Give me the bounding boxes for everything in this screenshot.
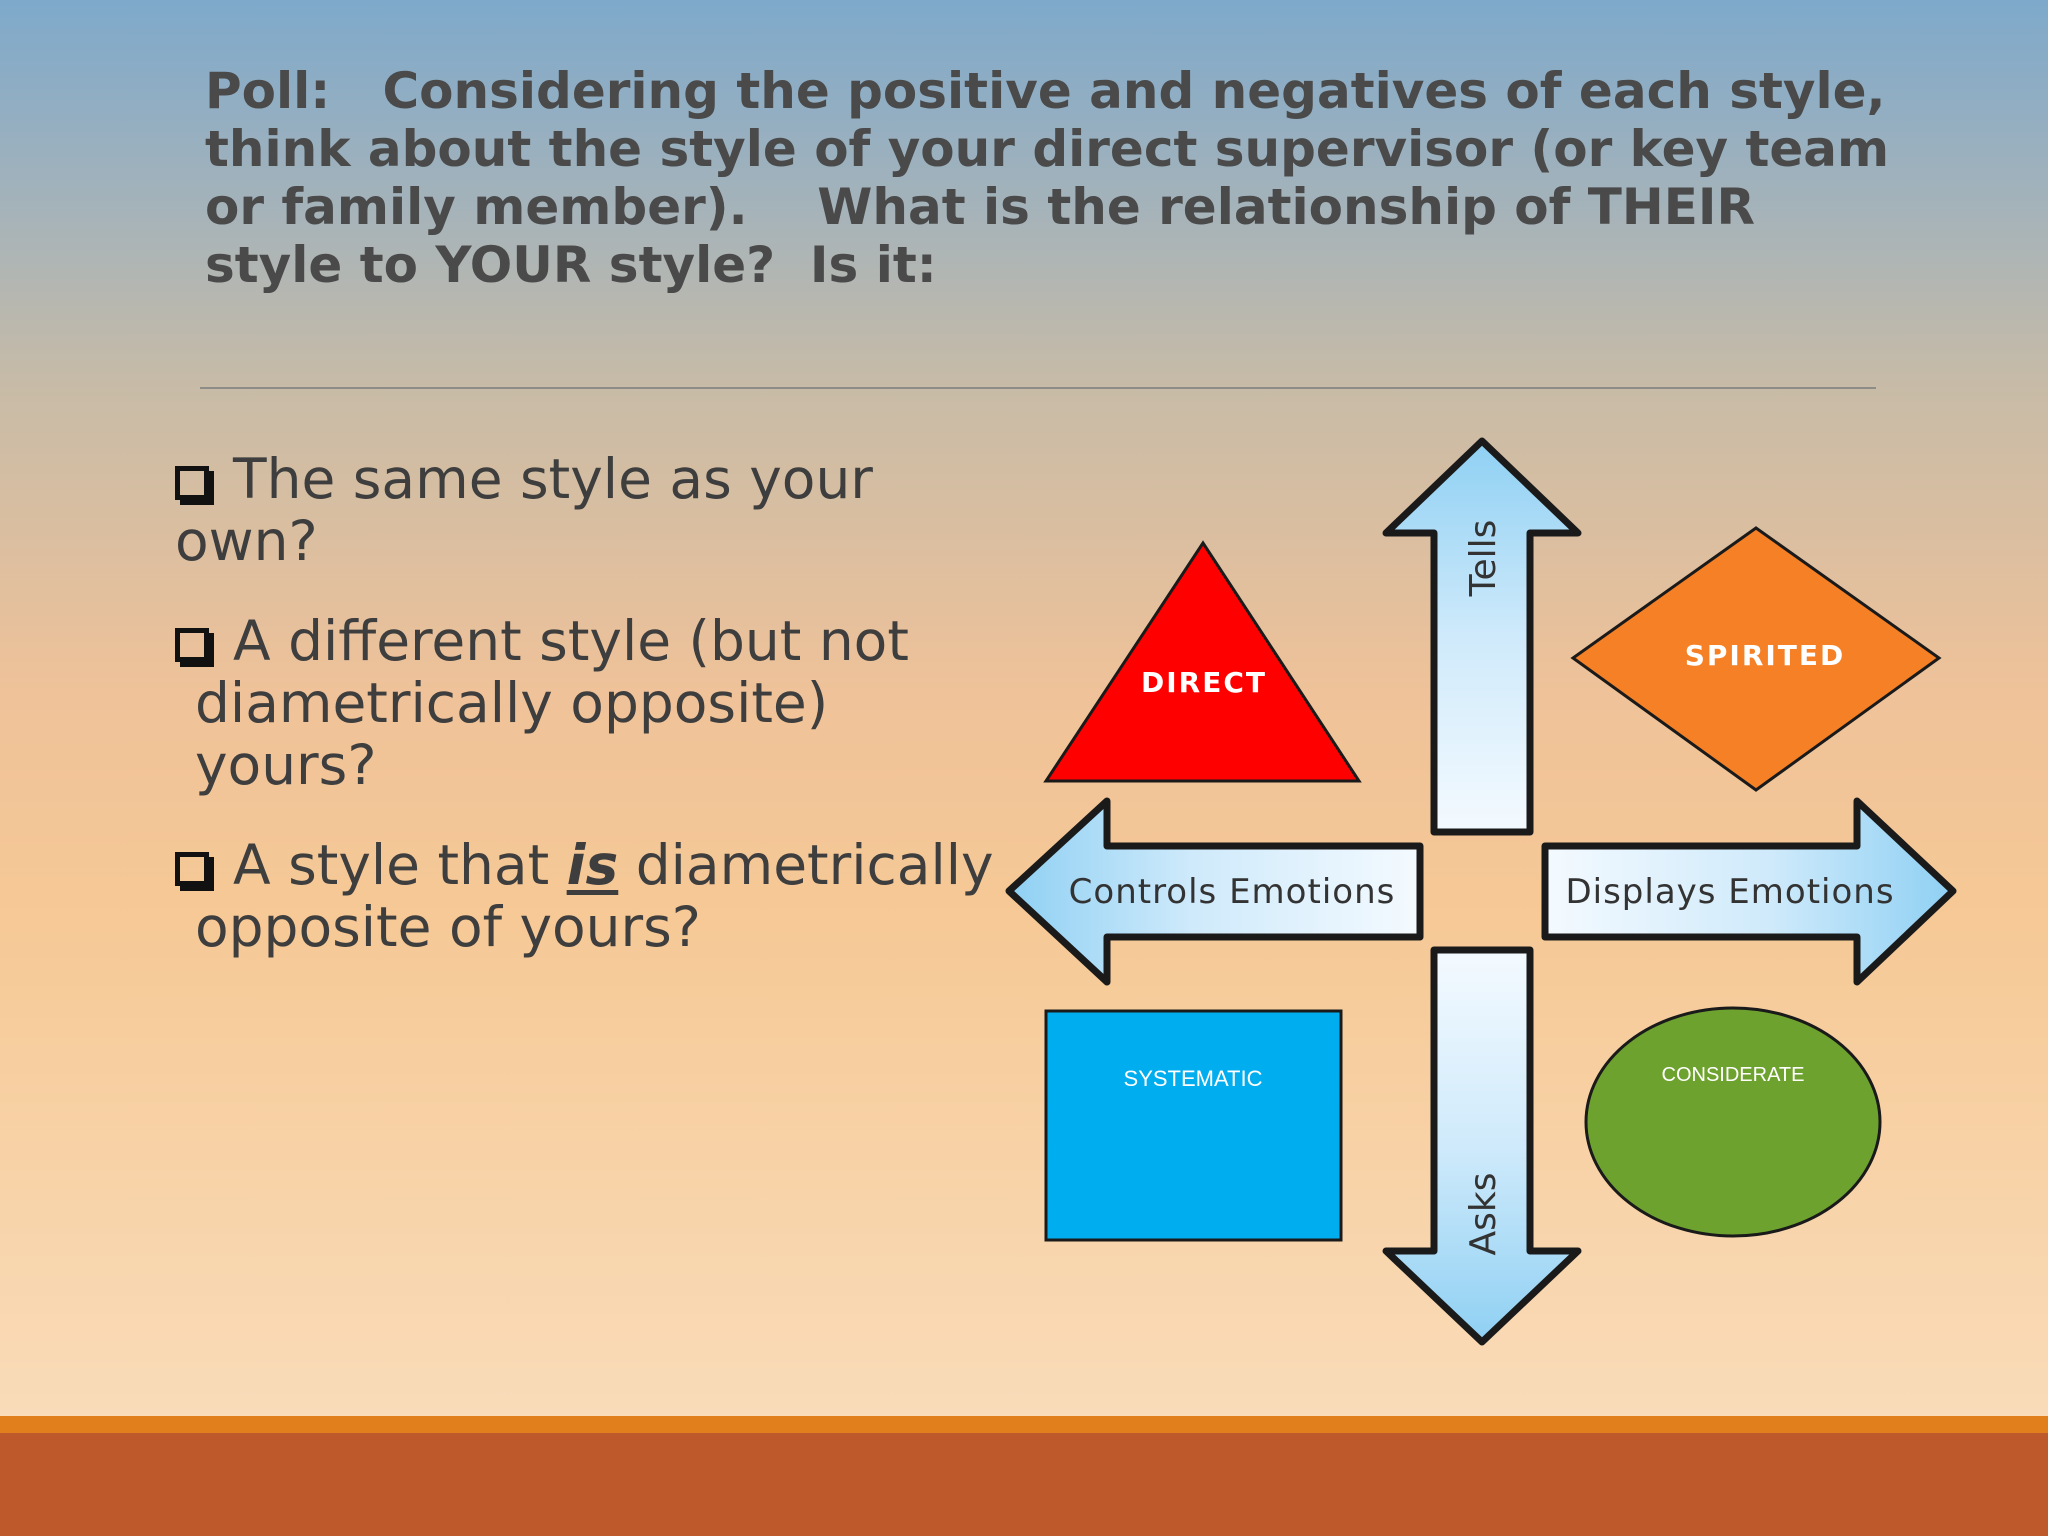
tells-label: Tells: [1463, 520, 1504, 598]
controls-emotions-arrow: [1005, 797, 1424, 986]
asks-arrow: [1382, 946, 1582, 1346]
direct-label: DIRECT: [1141, 666, 1267, 699]
poll-question: Poll: Considering the positive and negat…: [205, 62, 1907, 294]
controls-emotions-label: Controls Emotions: [1069, 872, 1396, 912]
poll-options: The same style as your own? A different …: [175, 448, 1015, 996]
poll-option-opposite: A style that is diametrically opposite o…: [175, 834, 1015, 958]
displays-emotions-arrow: [1541, 797, 1957, 986]
option-text-line2: opposite of yours?: [195, 895, 701, 959]
option-text-after: diametrically: [618, 833, 994, 897]
displays-emotions-label: Displays Emotions: [1565, 872, 1894, 912]
systematic-label: SYSTEMATIC: [1124, 1066, 1263, 1091]
poll-option-different: A different style (but not diametrically…: [175, 610, 1015, 796]
spirited-diamond: [1570, 526, 1942, 792]
systematic-square: [1044, 1009, 1343, 1242]
considerate-label: CONSIDERATE: [1662, 1064, 1805, 1086]
poll-option-same: The same style as your own?: [175, 448, 1015, 572]
considerate-ellipse: [1584, 1006, 1882, 1238]
direct-triangle: [1043, 540, 1362, 783]
option-text-before: A style that: [233, 833, 567, 897]
checkbox-icon[interactable]: [175, 628, 209, 662]
option-text-emphasis: is: [566, 833, 619, 897]
option-text-line1: A different style (but not: [233, 609, 909, 673]
tells-arrow: [1382, 437, 1582, 836]
checkbox-icon[interactable]: [175, 466, 209, 500]
checkbox-icon[interactable]: [175, 852, 209, 886]
footer-band: [0, 1433, 2048, 1536]
asks-label: Asks: [1463, 1173, 1504, 1256]
footer-accent-stripe: [0, 1416, 2048, 1433]
option-text: The same style as your own?: [175, 447, 873, 573]
spirited-label: SPIRITED: [1685, 639, 1846, 672]
option-text-line2: diametrically opposite) yours?: [195, 671, 829, 797]
title-divider: [200, 387, 1876, 389]
